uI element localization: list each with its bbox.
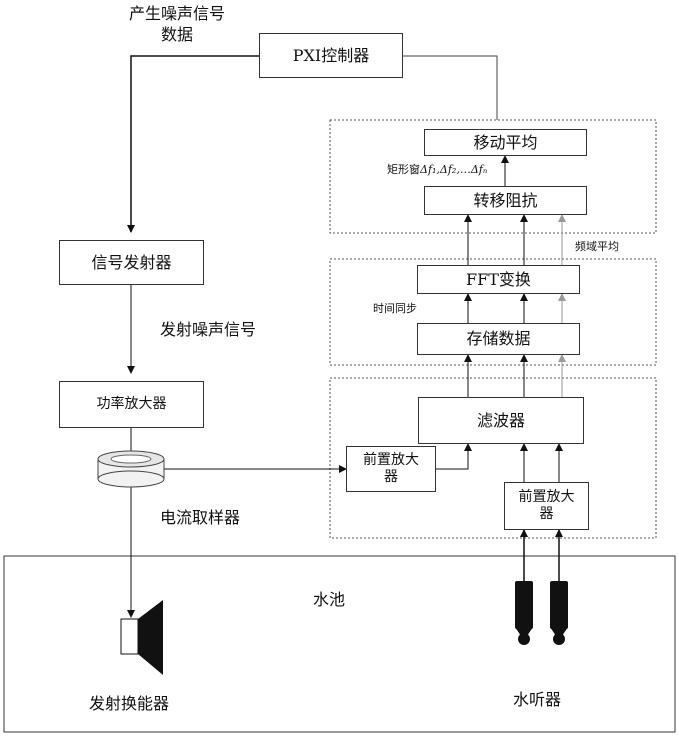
transducer-label: 发射换能器 [89,694,170,713]
moving-average-box: 移动平均 [424,129,587,156]
rect-window-label: 矩形窗Δf₁,Δf₂,…Δfₙ [387,163,487,177]
rect-window-prefix: 矩形窗 [387,163,420,176]
freq-avg-label: 频域平均 [575,240,619,253]
pool-region [3,555,676,733]
transfer-impedance-box: 转移阻抗 [424,186,587,215]
hydrophone-label: 水听器 [513,690,562,709]
group-averaging [329,119,657,234]
current-sampler-icon [97,450,165,488]
storage-box: 存储数据 [417,323,580,355]
signal-generator-box: 信号发射器 [59,240,204,285]
preamp-left-line1: 前置放大 [363,451,419,468]
preamp-left-box: 前置放大 器 [346,446,436,492]
top-note: 产生噪声信号 数据 [112,4,242,46]
line-pxi-to-processing [403,55,498,120]
preamp-right-line2: 器 [539,506,554,522]
filter-box: 滤波器 [418,397,584,444]
pxi-controller-box: PXI控制器 [259,33,403,78]
arrow-preamp-left-to-filter [436,443,472,470]
preamp-right-box: 前置放大 器 [504,482,589,530]
group-acquisition [329,377,657,539]
top-note-line2: 数据 [160,24,193,44]
fft-box: FFT变换 [417,265,580,294]
power-amplifier-box: 功率放大器 [59,381,204,428]
current-sampler-label: 电流取样器 [160,508,241,527]
transducer-icon [120,600,163,675]
emit-noise-label: 发射噪声信号 [160,320,257,339]
line-pxi-to-signal-gen [127,55,259,233]
preamp-right-line1: 前置放大 [518,488,575,505]
time-sync-label: 时间同步 [373,302,417,315]
pool-label: 水池 [313,590,346,609]
rect-window-math: Δf₁,Δf₂,…Δfₙ [420,163,488,176]
top-note-line1: 产生噪声信号 [128,4,225,23]
hydrophone-icon [515,581,568,645]
preamp-left-line2: 器 [384,469,398,485]
